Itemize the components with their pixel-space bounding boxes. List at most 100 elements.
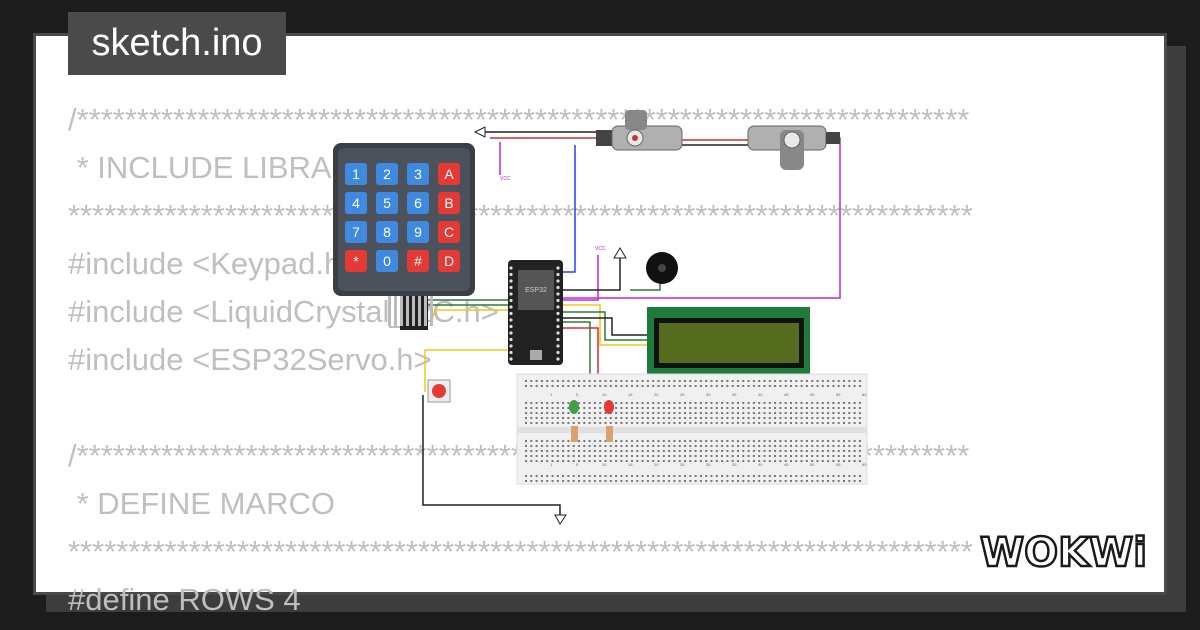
- breadboard-hole: [562, 440, 565, 442]
- breadboard-hole: [784, 455, 787, 457]
- breadboard-hole: [837, 417, 840, 419]
- breadboard-hole: [737, 455, 739, 457]
- breadboard-hole: [525, 475, 527, 477]
- breadboard-hole: [588, 475, 591, 477]
- breadboard-hole: [731, 417, 734, 419]
- breadboard-hole: [578, 450, 580, 452]
- breadboard-hole: [615, 445, 618, 447]
- breadboard-hole: [657, 445, 660, 447]
- breadboard-hole: [848, 460, 851, 462]
- breadboard-hole: [694, 412, 697, 414]
- breadboard-hole: [774, 407, 777, 409]
- breadboard-hole: [790, 445, 792, 447]
- keypad-key-label: 7: [352, 224, 360, 240]
- breadboard-hole: [779, 407, 782, 409]
- breadboard-hole: [684, 385, 686, 387]
- breadboard-hole: [641, 422, 644, 424]
- breadboard-number: 45: [784, 392, 789, 397]
- breadboard-hole: [652, 440, 655, 442]
- breadboard-hole: [784, 407, 787, 409]
- breadboard-hole: [752, 380, 755, 382]
- breadboard-hole: [731, 460, 734, 462]
- breadboard-hole: [551, 417, 554, 419]
- keypad-key: [407, 250, 429, 272]
- breadboard-hole: [699, 440, 702, 442]
- breadboard-hole: [668, 402, 671, 404]
- code-line: #include <Keypad.h>: [68, 246, 360, 281]
- breadboard-hole: [689, 445, 692, 447]
- breadboard-hole: [758, 380, 761, 382]
- breadboard-hole: [800, 402, 803, 404]
- breadboard-hole: [678, 412, 681, 414]
- breadboard-hole: [530, 480, 533, 482]
- breadboard-hole: [567, 460, 570, 462]
- breadboard-hole: [816, 440, 819, 442]
- breadboard-hole: [530, 417, 533, 419]
- breadboard-hole: [816, 412, 819, 414]
- breadboard-hole: [684, 417, 686, 419]
- breadboard-hole: [795, 412, 798, 414]
- breadboard-hole: [848, 412, 851, 414]
- breadboard-hole: [646, 445, 649, 447]
- breadboard-hole: [811, 380, 814, 382]
- breadboard-hole: [636, 440, 639, 442]
- breadboard-hole: [795, 475, 798, 477]
- breadboard-hole: [705, 480, 708, 482]
- breadboard-hole: [615, 385, 618, 387]
- breadboard-hole: [768, 450, 771, 452]
- breadboard-hole: [747, 455, 750, 457]
- breadboard-hole: [678, 385, 681, 387]
- breadboard-hole: [657, 422, 660, 424]
- breadboard-hole: [657, 380, 660, 382]
- breadboard-hole: [615, 450, 618, 452]
- breadboard-hole: [726, 475, 729, 477]
- breadboard-hole: [827, 450, 830, 452]
- breadboard-hole: [827, 407, 830, 409]
- breadboard-hole: [715, 422, 718, 424]
- breadboard-hole: [747, 450, 750, 452]
- breadboard-hole: [726, 385, 729, 387]
- breadboard-hole: [657, 475, 660, 477]
- breadboard-hole: [774, 402, 777, 404]
- breadboard-hole: [599, 475, 602, 477]
- breadboard-hole: [731, 380, 734, 382]
- breadboard-hole: [710, 412, 713, 414]
- breadboard-hole: [721, 450, 724, 452]
- breadboard-hole: [800, 475, 803, 477]
- breadboard-hole: [737, 475, 739, 477]
- breadboard-hole: [583, 422, 586, 424]
- breadboard-hole: [540, 440, 543, 442]
- esp32-pin: [556, 266, 560, 270]
- breadboard-hole: [593, 385, 596, 387]
- breadboard-hole: [540, 380, 543, 382]
- esp32-pin: [556, 285, 560, 290]
- breadboard-hole: [805, 380, 808, 382]
- breadboard-hole: [858, 407, 861, 409]
- breadboard-hole: [816, 460, 819, 462]
- breadboard-hole: [747, 412, 750, 414]
- breadboard-hole: [827, 445, 830, 447]
- breadboard-hole: [578, 460, 580, 462]
- esp32-pin: [509, 324, 513, 329]
- breadboard-hole: [646, 385, 649, 387]
- breadboard-hole: [678, 402, 681, 404]
- breadboard-hole: [858, 412, 861, 414]
- breadboard-hole: [551, 412, 554, 414]
- breadboard-hole: [848, 407, 851, 409]
- breadboard-hole: [805, 450, 808, 452]
- keypad-key: [345, 192, 367, 214]
- breadboard-hole: [535, 455, 538, 457]
- breadboard-hole: [763, 385, 766, 387]
- esp32-label: ESP32: [525, 287, 547, 294]
- breadboard-hole: [768, 407, 771, 409]
- breadboard-hole: [731, 445, 734, 447]
- breadboard-hole: [562, 445, 565, 447]
- breadboard-hole: [705, 422, 708, 424]
- keypad-key: [438, 250, 460, 272]
- breadboard-hole: [525, 417, 527, 419]
- breadboard-hole: [821, 475, 824, 477]
- breadboard-hole: [742, 440, 745, 442]
- code-line: ****************************************…: [68, 534, 973, 569]
- breadboard-hole: [811, 385, 814, 387]
- breadboard-hole: [699, 385, 702, 387]
